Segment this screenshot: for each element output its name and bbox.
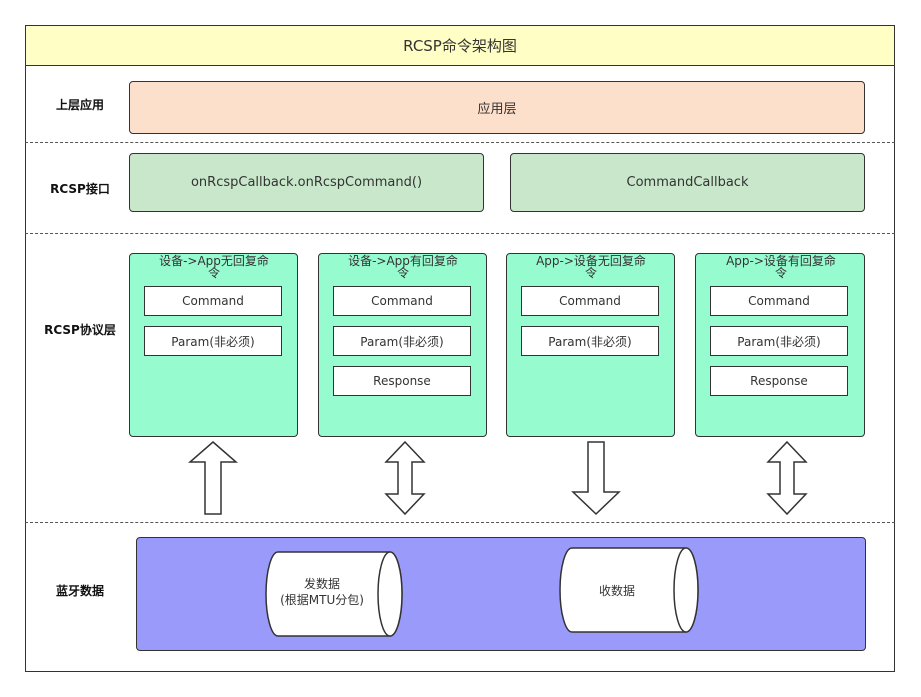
down-arrow-icon xyxy=(571,441,621,516)
protocol-item: Param(非必须) xyxy=(144,326,282,356)
up-arrow-icon xyxy=(187,441,239,515)
layer-divider xyxy=(25,142,895,143)
bluetooth-layer-box xyxy=(136,537,866,651)
layer-divider xyxy=(25,233,895,234)
protocol-item: Response xyxy=(710,366,848,396)
protocol-column: App->设备有回复命令 Command Param(非必须) Response xyxy=(695,253,865,437)
protocol-column: 设备->App无回复命令 Command Param(非必须) xyxy=(129,253,298,437)
diagram-title: RCSP命令架构图 xyxy=(25,25,895,66)
protocol-column-title: 设备->App无回复命令 xyxy=(159,254,269,280)
protocol-column-title: App->设备有回复命令 xyxy=(726,254,836,280)
command-callback-box: CommandCallback xyxy=(510,153,865,212)
layer-label-bluetooth: 蓝牙数据 xyxy=(55,583,104,598)
protocol-column: App->设备无回复命令 Command Param(非必须) xyxy=(506,253,675,437)
protocol-column-title: 设备->App有回复命令 xyxy=(348,254,458,280)
protocol-column-title: App->设备无回复命令 xyxy=(536,254,646,280)
double-arrow-icon xyxy=(384,440,426,516)
layer-divider xyxy=(25,522,895,523)
send-data-cylinder xyxy=(265,551,403,637)
protocol-item: Param(非必须) xyxy=(333,326,471,356)
protocol-item: Response xyxy=(333,366,471,396)
send-data-label: 发数据 (根据MTU分包) xyxy=(280,577,364,607)
app-layer-box: 应用层 xyxy=(129,81,865,134)
protocol-column: 设备->App有回复命令 Command Param(非必须) Response xyxy=(318,253,487,437)
double-arrow-icon xyxy=(766,440,808,516)
protocol-item: Param(非必须) xyxy=(710,326,848,356)
protocol-item: Command xyxy=(333,286,471,316)
receive-data-label: 收数据 xyxy=(598,584,635,598)
layer-label-app: 上层应用 xyxy=(55,97,104,112)
layer-label-protocol: RCSP协议层 xyxy=(44,322,116,337)
protocol-item: Command xyxy=(144,286,282,316)
protocol-item: Command xyxy=(521,286,659,316)
protocol-item: Command xyxy=(710,286,848,316)
receive-data-cylinder xyxy=(559,547,699,633)
api-callback-box: onRcspCallback.onRcspCommand() xyxy=(129,153,484,212)
protocol-item: Param(非必须) xyxy=(521,326,659,356)
layer-label-api: RCSP接口 xyxy=(50,181,110,196)
